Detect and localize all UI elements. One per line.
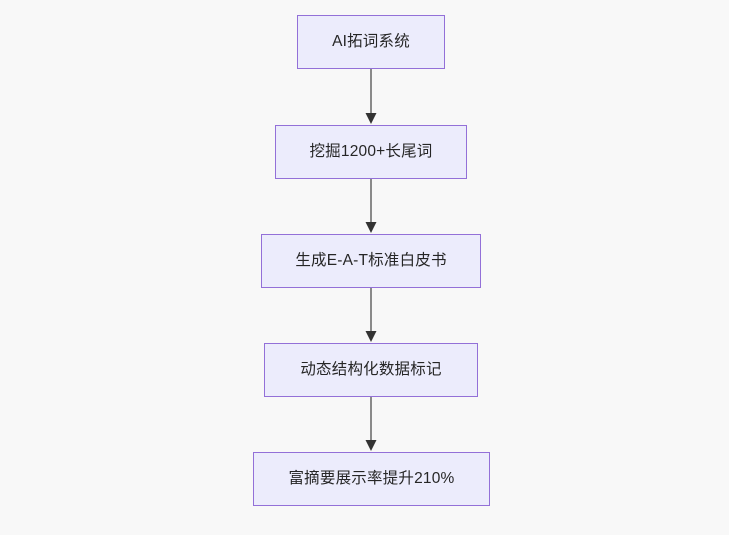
edge-node4-to-node5 [365, 397, 377, 451]
node-label: 挖掘1200+长尾词 [309, 143, 433, 161]
flowchart-node-dynamic-structured-data-markup[interactable]: 动态结构化数据标记 [264, 343, 478, 397]
flowchart-node-ai-keyword-system[interactable]: AI拓词系统 [297, 15, 445, 69]
node-label: 富摘要展示率提升210% [288, 470, 455, 488]
node-label: 生成E-A-T标准白皮书 [295, 252, 447, 270]
flowchart-node-generate-eat-whitepaper[interactable]: 生成E-A-T标准白皮书 [261, 234, 481, 288]
edge-node3-to-node4 [365, 288, 377, 342]
flowchart-node-mine-longtail-keywords[interactable]: 挖掘1200+长尾词 [275, 125, 467, 179]
flowchart-node-rich-snippet-rate-increase[interactable]: 富摘要展示率提升210% [253, 452, 490, 506]
node-label: AI拓词系统 [332, 33, 410, 51]
edge-node1-to-node2 [365, 69, 377, 124]
edge-node2-to-node3 [365, 179, 377, 233]
node-label: 动态结构化数据标记 [300, 361, 442, 379]
